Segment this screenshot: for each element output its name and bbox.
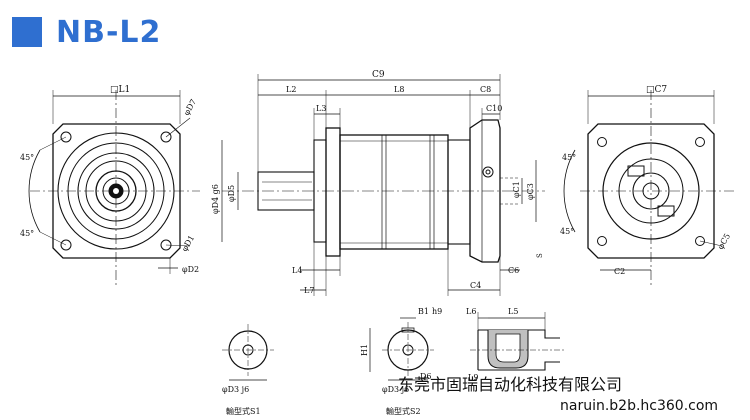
dim-h1: H1 <box>360 344 369 356</box>
angle-top-label: 45° <box>20 153 34 162</box>
dim-l4: L4 <box>292 266 302 275</box>
watermark-company: 东莞市固瑞自动化科技有限公司 <box>398 375 622 394</box>
title-square-icon <box>12 17 42 47</box>
shaft-detail-view <box>470 312 565 371</box>
dim-c4: C4 <box>470 281 481 290</box>
angle-bottom-label: 45° <box>20 229 34 238</box>
rear-angle-bottom: 45° <box>560 227 574 236</box>
dim-c9: C9 <box>372 70 385 80</box>
dim-c10: C10 <box>486 104 502 113</box>
dim-c3: φC3 <box>526 183 535 200</box>
title-bar: NB-L2 <box>12 10 161 54</box>
dim-l3: L3 <box>316 104 326 113</box>
rear-view <box>563 90 735 285</box>
dim-d4: φD4 g6 <box>211 184 220 214</box>
rear-angle-top: 45° <box>562 153 576 162</box>
watermark-url: naruin.b2b.hc360.com <box>560 398 718 414</box>
shaft-s1-view <box>222 324 274 381</box>
dim-d6: D6 <box>420 372 432 381</box>
dim-d2: φD2 <box>182 265 199 274</box>
dim-c2: C2 <box>614 267 625 276</box>
dim-b1: B1 <box>418 307 429 316</box>
dim-c6: C6 <box>508 266 519 275</box>
dim-l1: □L1 <box>110 85 130 95</box>
dim-l5: L5 <box>508 307 518 316</box>
dim-s: S <box>536 253 544 258</box>
side-view <box>221 74 545 296</box>
front-view <box>28 90 200 285</box>
dim-d5: φD5 <box>227 185 236 202</box>
shaft-s2-view <box>369 317 434 381</box>
dim-d7: φD7 <box>182 98 198 117</box>
dim-l8: L8 <box>394 85 404 94</box>
caption-s2: 輸型式S2 <box>386 406 421 416</box>
dim-l7: L7 <box>304 286 314 295</box>
dim-d1: φD1 <box>180 234 196 253</box>
dim-l9: L9 <box>468 373 478 382</box>
dim-h9: h9 <box>432 307 442 316</box>
model-title: NB-L2 <box>56 14 162 50</box>
dim-s2-d3: φD3 j6 <box>382 385 409 394</box>
caption-s1: 輸型式S1 <box>226 406 261 416</box>
dim-s1-d3: φD3 j6 <box>222 385 249 394</box>
dim-c1: φC1 <box>512 181 521 198</box>
dim-l2: L2 <box>286 85 296 94</box>
dim-c5: φC5 <box>716 232 732 251</box>
dim-c8: C8 <box>480 85 491 94</box>
dim-c7: □C7 <box>646 85 667 95</box>
dim-l6: L6 <box>466 307 476 316</box>
